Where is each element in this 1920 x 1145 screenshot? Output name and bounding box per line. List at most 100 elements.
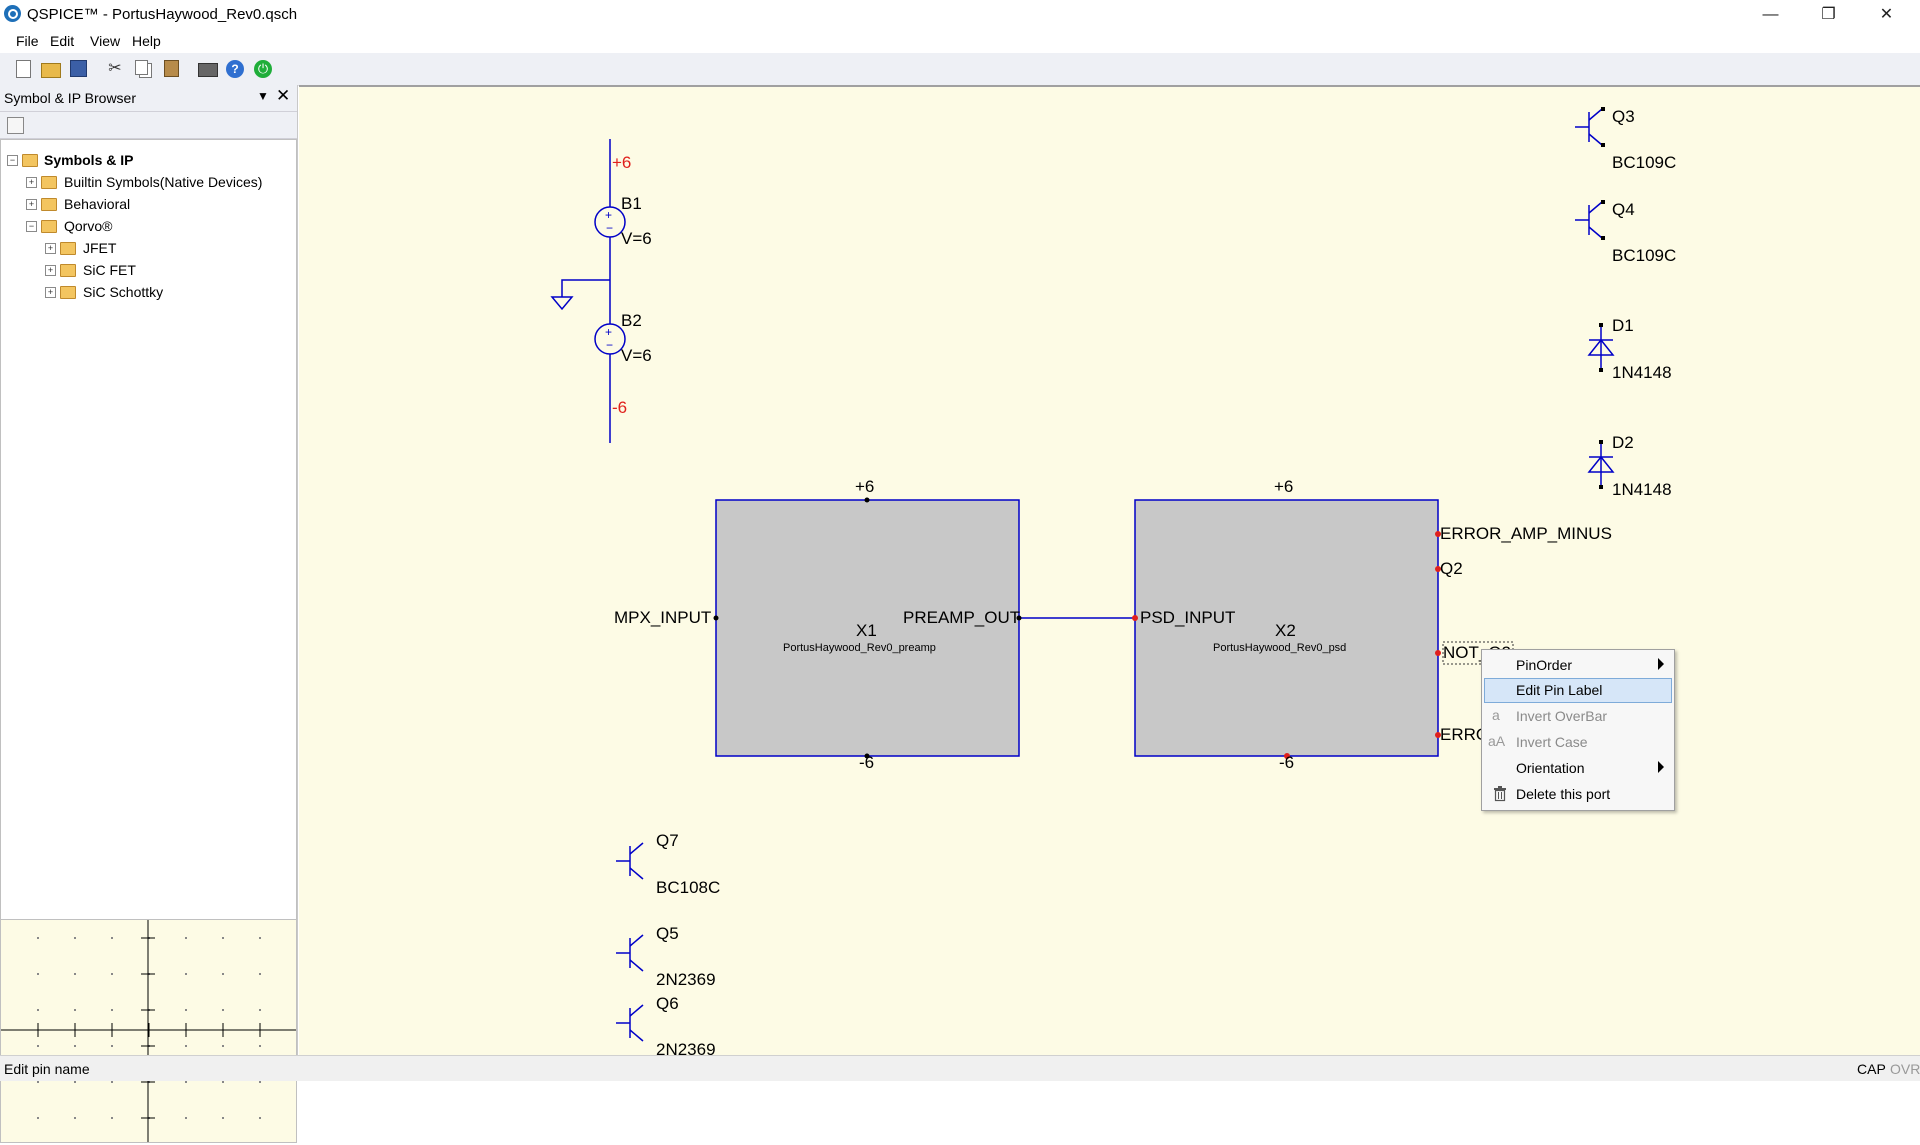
b2-name[interactable]: B2 (621, 311, 642, 330)
b2-source-symbol[interactable] (594, 323, 626, 355)
q5-name[interactable]: Q5 (656, 924, 679, 943)
q4-transistor-symbol (1575, 201, 1603, 239)
x2-pin-q2[interactable]: Q2 (1440, 559, 1463, 578)
d1-model[interactable]: 1N4148 (1612, 363, 1672, 382)
overwrite-indicator: OVR (1890, 1061, 1920, 1077)
x2-model-name[interactable]: PortusHaywood_Rev0_psd (1213, 642, 1347, 654)
d2-name[interactable]: D2 (1612, 433, 1634, 452)
d1-name[interactable]: D1 (1612, 316, 1634, 335)
preview-grid (1, 920, 296, 1142)
menu-item-pin-order[interactable]: PinOrder (1484, 653, 1670, 676)
paste-icon[interactable] (164, 60, 179, 77)
menu-view[interactable]: View (90, 33, 121, 49)
menu-item-edit-pin-label[interactable]: Edit Pin Label (1484, 678, 1672, 703)
svg-text:−: − (606, 221, 613, 235)
browser-view-icon[interactable] (7, 117, 24, 134)
window-title: QSPICE™ - PortusHaywood_Rev0.qsch (27, 6, 298, 23)
q3-transistor-symbol (1575, 108, 1603, 146)
new-icon[interactable] (16, 60, 31, 78)
q4-name[interactable]: Q4 (1612, 200, 1635, 219)
menu-item-invert-overbar[interactable]: a Invert OverBar (1484, 704, 1670, 727)
cut-icon[interactable]: ✂ (108, 60, 122, 77)
b1-source-symbol[interactable] (594, 206, 626, 238)
title-bar: QSPICE™ - PortusHaywood_Rev0.qsch — ❐ ✕ (0, 0, 1920, 29)
net-label-minus6[interactable]: -6 (612, 398, 628, 417)
x2-pin-error-amp-minus[interactable]: ERROR_AMP_MINUS (1440, 524, 1612, 543)
expand-icon[interactable]: + (45, 243, 56, 254)
x1-model-name[interactable]: PortusHaywood_Rev0_preamp (783, 642, 936, 654)
overbar-icon: a (1492, 707, 1500, 723)
expand-icon[interactable]: + (45, 287, 56, 298)
qspice-app-icon (4, 5, 21, 22)
x2-pin-error[interactable]: ERRO (1440, 725, 1490, 744)
expand-icon[interactable]: + (26, 177, 37, 188)
x1-pin-preamp-out[interactable]: PREAMP_OUT (903, 608, 1021, 627)
svg-text:+: + (605, 208, 612, 222)
copy-icon[interactable] (135, 60, 148, 75)
status-bar: Edit pin name CAP OVR (0, 1055, 1920, 1081)
q4-model[interactable]: BC109C (1612, 246, 1677, 265)
run-simulation-icon[interactable]: ⏻ (254, 60, 272, 78)
q3-name[interactable]: Q3 (1612, 107, 1635, 126)
case-icon: aA (1488, 733, 1506, 749)
q5-transistor-symbol (616, 934, 644, 972)
menu-edit[interactable]: Edit (50, 33, 75, 49)
x2-pin-bottom[interactable]: -6 (1279, 753, 1295, 772)
x1-pin-top[interactable]: +6 (855, 477, 875, 496)
folder-icon (60, 286, 76, 299)
menu-item-label: Invert OverBar (1516, 708, 1608, 724)
x1-pin-bottom[interactable]: -6 (859, 753, 875, 772)
expand-icon[interactable]: + (26, 199, 37, 210)
x1-pin-mpx-input[interactable]: MPX_INPUT (614, 608, 712, 627)
q7-model[interactable]: BC108C (656, 878, 721, 897)
menu-item-label: Edit Pin Label (1516, 682, 1603, 698)
menu-file[interactable]: File (16, 33, 39, 49)
open-icon[interactable] (41, 63, 61, 78)
q6-name[interactable]: Q6 (656, 994, 679, 1013)
menu-item-invert-case[interactable]: aA Invert Case (1484, 730, 1670, 753)
close-button[interactable]: ✕ (1879, 6, 1894, 23)
q5-model[interactable]: 2N2369 (656, 970, 716, 989)
print-icon[interactable] (198, 63, 218, 77)
b1-value[interactable]: V=6 (621, 229, 652, 248)
panel-title: Symbol & IP Browser (4, 90, 137, 106)
menu-item-orientation[interactable]: Orientation (1484, 756, 1670, 779)
folder-icon (22, 154, 38, 167)
d2-model[interactable]: 1N4148 (1612, 480, 1672, 499)
symbol-preview (0, 919, 297, 1143)
x2-block[interactable] (1134, 499, 1439, 757)
folder-icon (41, 176, 57, 189)
net-label-plus6[interactable]: +6 (612, 153, 632, 172)
tree-item-label: Qorvo® (64, 218, 113, 234)
x2-instance-name[interactable]: X2 (1275, 621, 1296, 640)
tree-item-label: JFET (83, 240, 117, 256)
x2-pin-psd-input[interactable]: PSD_INPUT (1140, 608, 1236, 627)
b1-name[interactable]: B1 (621, 194, 642, 213)
expand-icon[interactable]: + (45, 265, 56, 276)
b2-value[interactable]: V=6 (621, 346, 652, 365)
minimize-button[interactable]: — (1762, 6, 1779, 23)
panel-dropdown-icon[interactable]: ▼ (257, 89, 269, 103)
folder-icon (60, 264, 76, 277)
caps-lock-indicator: CAP (1857, 1061, 1886, 1077)
q7-transistor-symbol (616, 842, 644, 880)
help-icon[interactable]: ? (226, 60, 244, 78)
symbol-ip-browser-panel: Symbol & IP Browser ▼ ✕ − Symbols & IP +… (0, 85, 298, 1143)
q7-name[interactable]: Q7 (656, 831, 679, 850)
panel-close-icon[interactable]: ✕ (276, 86, 291, 105)
schematic-canvas[interactable]: +− +− +6 B1 V=6 B2 V= (299, 85, 1920, 1059)
restore-button[interactable]: ❐ (1821, 6, 1836, 23)
save-icon[interactable] (70, 60, 87, 77)
x2-pin-top[interactable]: +6 (1274, 477, 1294, 496)
x1-instance-name[interactable]: X1 (856, 621, 877, 640)
q6-model[interactable]: 2N2369 (656, 1040, 716, 1059)
tree-item-label: SiC Schottky (83, 284, 164, 300)
toolbar: ✂ ? ⏻ (0, 53, 1920, 86)
q3-model[interactable]: BC109C (1612, 153, 1677, 172)
trash-icon (1494, 786, 1506, 802)
folder-icon (41, 198, 57, 211)
collapse-icon[interactable]: − (7, 155, 18, 166)
collapse-icon[interactable]: − (26, 221, 37, 232)
menu-item-delete-port[interactable]: Delete this port (1484, 782, 1670, 805)
menu-help[interactable]: Help (132, 33, 161, 49)
